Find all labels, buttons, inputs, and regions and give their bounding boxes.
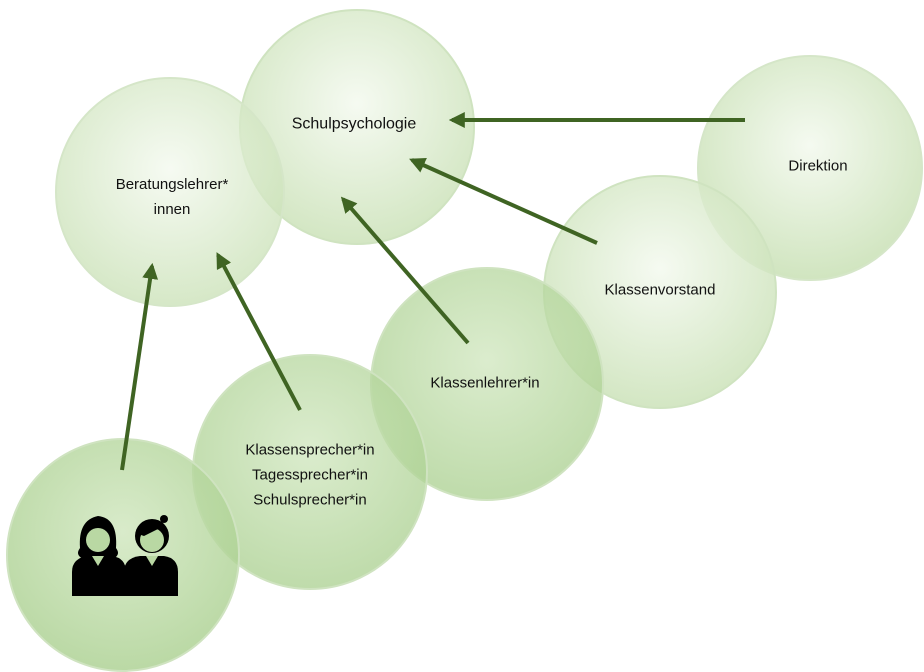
klassenvorstand-label: Klassenvorstand	[605, 278, 716, 303]
sprecher-label-line-2: Tagessprecher*in	[252, 466, 368, 484]
schulpsychologie-label-line-1: Schulpsychologie	[291, 115, 417, 133]
direktion-label: Direktion	[788, 154, 847, 179]
beratungslehrer-label: Beratungslehrer* innen	[116, 172, 229, 222]
direktion-label-line-1: Direktion	[788, 157, 848, 175]
klassenvorstand-label-line-1: Klassenvorstand	[604, 281, 716, 299]
schulpsychologie-label: Schulpsychologie	[292, 112, 417, 137]
arrow-sprecher-to-beratungslehrer	[216, 252, 302, 411]
sprecher-label-line-3: Schulsprecher*in	[253, 491, 367, 509]
students-icon	[72, 515, 178, 596]
arrow-klassenvorstand-to-schulpsychologie	[409, 157, 598, 245]
students-circle	[6, 438, 240, 672]
klassenlehrer-label-line-1: Klassenlehrer*in	[430, 374, 540, 392]
klassenlehrer-label: Klassenlehrer*in	[430, 371, 539, 396]
beratungslehrer-label-line-1: Beratungslehrer*	[115, 176, 229, 193]
sprecher-label-line-1: Klassensprecher*in	[245, 441, 375, 459]
arrow-students-to-beratungslehrer	[120, 262, 159, 471]
arrow-klassenlehrer-to-schulpsychologie	[340, 196, 470, 345]
beratungslehrer-circle	[55, 77, 285, 307]
beratungslehrer-label-line-2: innen	[153, 201, 191, 218]
sprecher-label: Klassensprecher*in Tagessprecher*in Schu…	[245, 438, 374, 513]
